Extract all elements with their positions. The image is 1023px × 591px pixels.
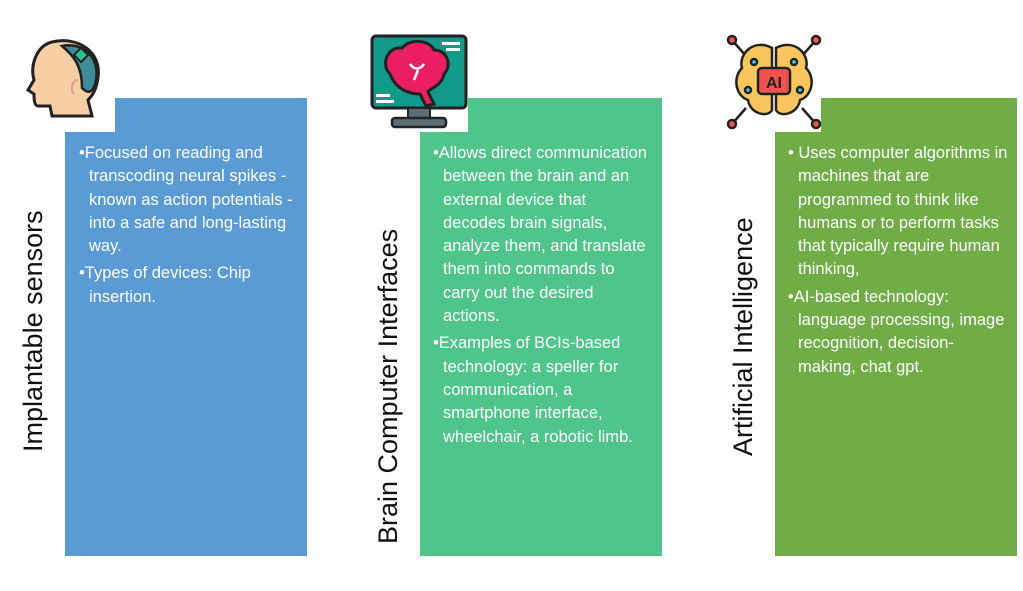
bullet: Types of devices: Chip insertion. [79,262,299,309]
ai-title: Artificial Intelligence [728,217,758,456]
ai-text: Uses computer algorithms in machines tha… [788,142,1008,383]
bci-title: Brain Computer Interfaces [373,228,403,544]
implantable-sensors-text: Focused on reading and transcoding neura… [79,142,299,313]
bci-text: Allows direct communication between the … [433,142,653,453]
bullet: Focused on reading and transcoding neura… [79,142,299,258]
ai-icon-label: AI [766,75,782,92]
bullet: Allows direct communication between the … [433,142,653,328]
ai-brain-icon: AI [726,34,822,130]
bullet: Examples of BCIs-based technology: a spe… [433,332,653,448]
implantable-sensors-title: Implantable sensors [18,210,48,452]
brain-monitor-icon [370,34,468,129]
bullet: AI-based technology: language processing… [788,286,1008,379]
bullet: Uses computer algorithms in machines tha… [788,142,1008,282]
head-chip-icon [25,39,100,118]
